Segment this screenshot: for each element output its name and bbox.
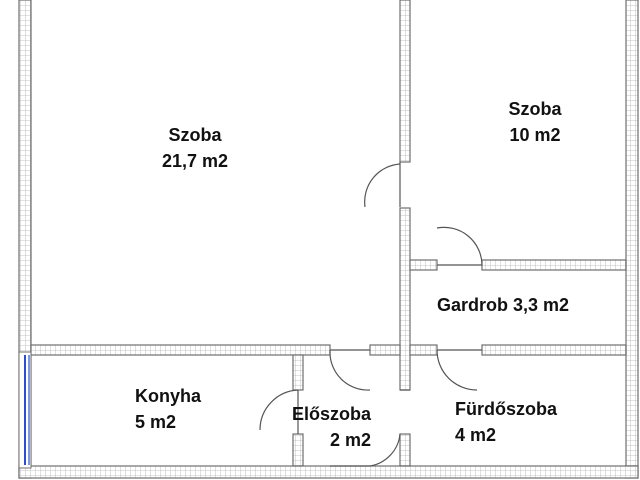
door-furdoszoba [436,349,482,391]
wall-bottom [18,465,639,479]
room-name: Szoba [168,125,222,145]
room-name-area: Gardrob 3,3 m2 [437,295,570,315]
room-area: 5 m2 [135,412,177,432]
wall-gardrob-bottom-left [409,344,438,356]
room-name: Konyha [135,386,202,406]
room-area: 4 m2 [455,425,497,445]
room-label-szoba-large: Szoba 21,7 m2 [140,122,250,174]
wall-bath-left-lower [399,433,411,467]
doors [259,162,483,467]
room-area: 2 m2 [330,430,372,450]
wall-gardrob-top-left [409,259,438,271]
door-entrance [330,433,401,467]
room-label-szoba-small: Szoba 10 m2 [480,96,590,148]
door-gardrob [436,226,483,266]
door-konyha [259,389,299,434]
wall-middle-upper [399,0,411,163]
room-name: Fürdőszoba [455,399,557,419]
wall-middle-lower [399,207,411,391]
kitchen-window [18,351,32,469]
wall-bigroom-bottom-right [369,344,401,356]
room-label-konyha: Konyha 5 m2 [135,383,201,435]
wall-gardrob-bottom-right [481,344,627,356]
room-label-eloszoba: Előszoba 2 m2 [292,401,371,453]
wall-right [625,0,639,479]
door-szoba-eloszoba [329,349,371,391]
room-name: Szoba [508,99,562,119]
wall-gardrob-top-right [481,259,627,271]
wall-bigroom-bottom-left [30,344,331,356]
wall-kitchen-right-upper [292,354,304,391]
door-szoba-szoba [364,162,401,208]
room-label-gardrob: Gardrob 3,3 m2 [437,292,569,318]
room-label-furdoszoba: Fürdőszoba 4 m2 [455,396,557,448]
room-name: Előszoba [292,404,372,424]
room-area: 21,7 m2 [161,151,229,171]
room-area: 10 m2 [509,125,561,145]
